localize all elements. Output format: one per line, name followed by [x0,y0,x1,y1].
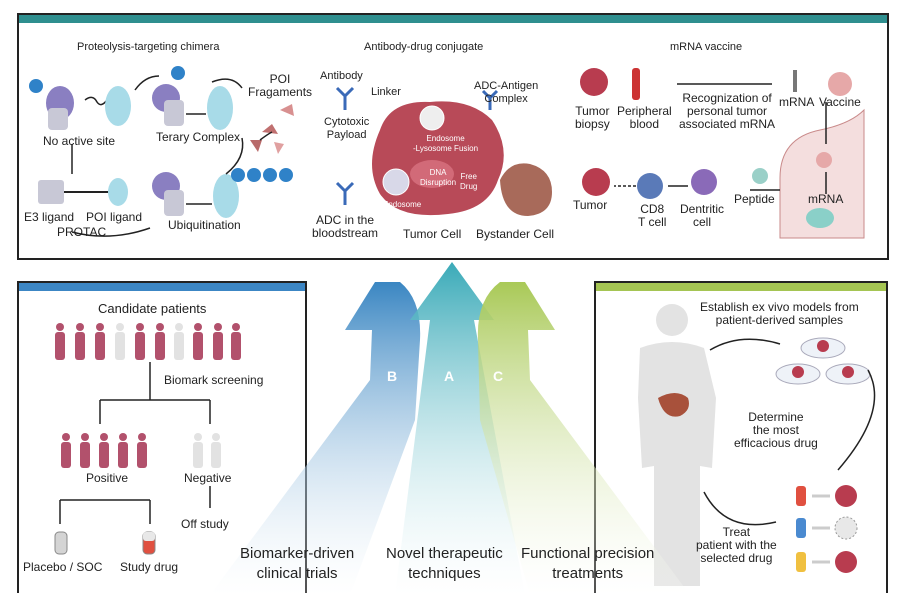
protac-title: Proteolysis-targeting chimera [77,41,220,53]
adc-blood-label: ADC in the bloodstream [312,213,379,240]
adc-bystander [500,163,552,216]
positive-label: Positive [86,471,129,485]
adc-linker-label: Linker [371,86,401,98]
mrna-vaccine-label: Vaccine [819,95,861,109]
mrna-dentritic-label: Dentritic cell [680,202,725,229]
negative-patients-icons [193,433,221,468]
drug-vials-results [796,485,858,573]
adc-title: Antibody-drug conjugate [364,41,484,53]
adc-bystander-label: Bystander Cell [476,227,555,241]
mrna-biopsy [580,68,852,100]
candidate-patients-label: Candidate patients [98,301,207,316]
adc-antibody-label: Antibody [320,70,363,82]
mrna-immune [582,168,768,199]
mrna-recognition-label: Recognization of personal tumor associat… [679,91,776,131]
adc-endosome-fusion-label: Endosome -Lysosome Fusion [413,134,479,153]
arrow-c [477,282,690,595]
protac-fragments [250,104,294,154]
mrna-tumor-label: Tumor [573,198,608,212]
protac-ubiquitination [152,168,293,218]
right-flow-arrows [703,338,876,526]
mrna-biopsy-label: Tumor biopsy [575,104,610,131]
petri-dishes [775,337,871,385]
mrna-cell-label: mRNA [808,192,844,206]
adc-endosome-label: Endosome [383,200,422,209]
mrna-peripheral-label: Peripheral blood [617,104,672,131]
protac-ubiquitination-label: Ubiquitination [168,218,241,232]
protac-label: PROTAC [57,225,107,239]
mrna-cd8-label: CD8 T cell [638,202,667,229]
arrow-b [210,282,421,595]
protac-ternary [152,66,233,130]
label-c: C [493,368,504,384]
adc-dna-label: DNA Disruption [420,168,457,187]
left-flow-arrows [59,362,211,524]
off-study-label: Off study [181,517,229,531]
protac-fragments-label: POI Fragaments [248,72,313,99]
placebo-label: Placebo / SOC [23,560,103,574]
protac-no-active-site-label: No active site [43,134,116,148]
mrna-cell [779,108,865,239]
right-panel-bar [596,283,886,291]
patient-silhouette [638,304,716,586]
protac-no-active-site [29,79,131,130]
biomark-screening-label: Biomark screening [164,373,264,387]
mrna-label: mRNA [779,95,815,109]
determine-label: Determine the most efficacious drug [734,410,818,450]
novel-therapeutic-label: Novel therapeutic techniques [386,545,503,582]
study-drug-label: Study drug [120,560,179,574]
adc-tumor-cell [372,101,504,216]
biomarker-driven-label: Biomarker-driven clinical trials [240,545,355,582]
arrow-a [395,262,525,595]
candidate-patients-icons [55,323,241,360]
adc-cytotoxic-label: Cytotoxic Payload [324,116,370,141]
left-panel-bar [19,283,305,291]
adc-free-drug-label: Free Drug [460,172,478,191]
adc-tumor-cell-label: Tumor Cell [403,227,462,241]
vials [54,531,156,555]
label-a: A [444,368,455,384]
negative-label: Negative [184,471,232,485]
adc-antibodies [335,86,499,205]
functional-precision-label: Functional precision treatments [521,545,655,582]
protac-cycle-arrows [71,75,273,237]
label-b: B [387,368,398,384]
protac-ternary-label: Terary Complex [156,130,241,144]
mrna-peptide-label: Peptide [734,192,775,206]
adc-antigen-label: ADC-Antigen Complex [474,80,539,105]
mrna-arrows [614,83,827,194]
treat-label: Treat patient with the selected drug [696,525,777,565]
top-panel-bar [19,15,887,23]
establish-label: Establish ex vivo models from patient-de… [700,300,859,327]
mrna-title: mRNA vaccine [670,41,743,53]
positive-patients-icons [61,433,147,468]
protac-poi-ligand-label: POI ligand [86,210,143,224]
protac-e3-ligand-label: E3 ligand [24,210,75,224]
protac-ligands [38,178,128,206]
